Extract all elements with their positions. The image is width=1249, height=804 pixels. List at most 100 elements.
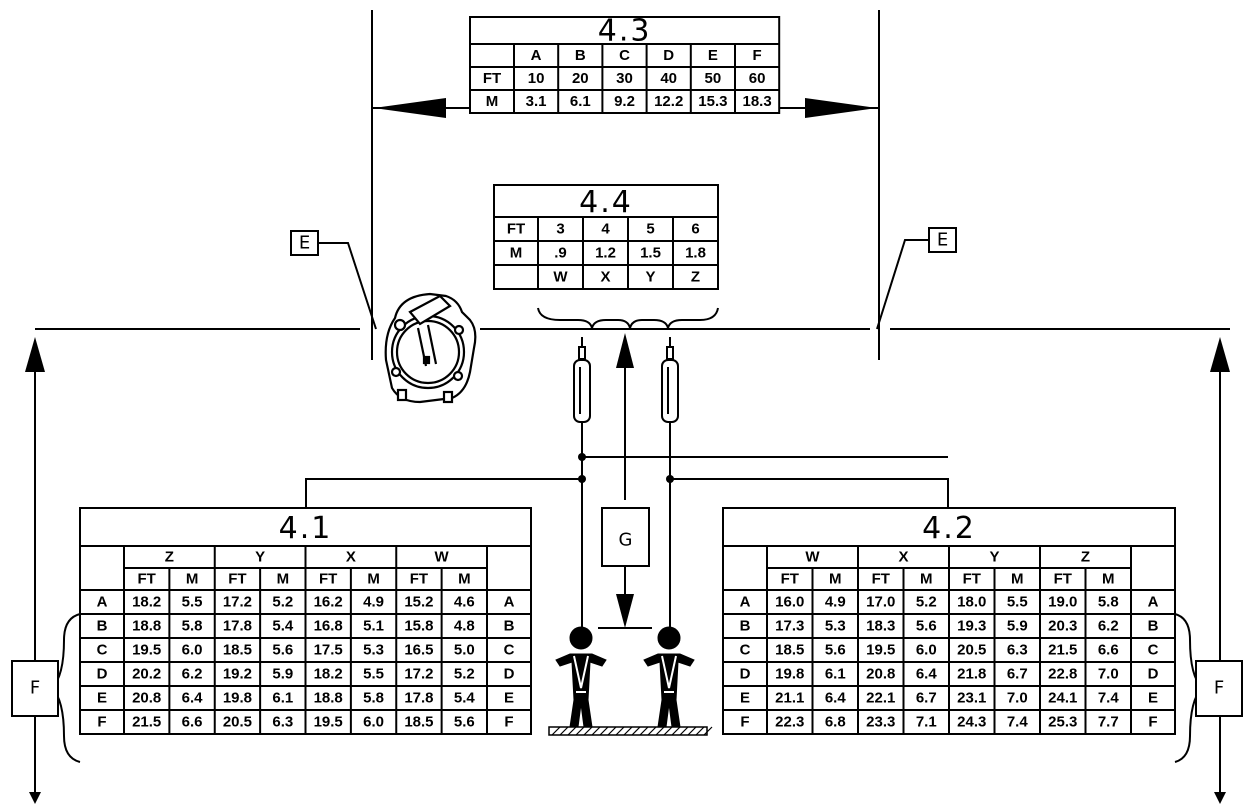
table-cell: 6.6	[182, 714, 203, 731]
table-cell: 22.1	[866, 690, 895, 707]
table-cell: 5.2	[916, 594, 937, 611]
table-cell: 6.7	[1007, 666, 1028, 683]
table-cell: 5.2	[272, 594, 293, 611]
table-cell: 6.4	[825, 690, 847, 707]
table-cell: 22.3	[775, 714, 804, 731]
row-label: B	[740, 618, 751, 635]
table-cell: 5.9	[1007, 618, 1028, 635]
table-cell: W	[553, 269, 568, 286]
label-e-left: E	[290, 230, 319, 256]
table-cell: 5.8	[1098, 594, 1119, 611]
table-title: 4.1	[279, 511, 333, 546]
table-cell: 7.7	[1098, 714, 1119, 731]
energy-absorber-right-icon	[661, 337, 679, 430]
table-cell: 4	[601, 221, 610, 238]
table-cell: 7.0	[1007, 690, 1028, 707]
table-cell: 18.8	[132, 618, 161, 635]
table-cell: 20	[572, 70, 589, 87]
group-header: Y	[989, 549, 999, 566]
table-cell: 20.8	[866, 666, 895, 683]
table-cell: 19.8	[775, 666, 804, 683]
table-cell: 24.3	[957, 714, 986, 731]
unit-header: M	[458, 571, 471, 588]
table-cell: 6.6	[1098, 642, 1119, 659]
table-cell: 18.8	[314, 690, 343, 707]
row-label: C	[1148, 642, 1159, 659]
table-cell: 20.5	[957, 642, 986, 659]
table-cell: 3.1	[526, 93, 547, 110]
table-cell: 21.5	[132, 714, 161, 731]
table-cell: 6	[691, 221, 699, 238]
row-label: C	[740, 642, 751, 659]
table-cell: 12.2	[654, 93, 683, 110]
table-cell: 17.5	[314, 642, 343, 659]
table-border	[493, 184, 719, 290]
table-cell: 5.0	[454, 642, 475, 659]
table-cell: 21.5	[1048, 642, 1077, 659]
table-cell: 7.1	[916, 714, 937, 731]
row-label: E	[1148, 690, 1158, 707]
table-cell: 7.4	[1098, 690, 1120, 707]
row-label: C	[504, 642, 515, 659]
table-cell: 7.4	[1007, 714, 1029, 731]
svg-text:E: E	[299, 233, 310, 254]
unit-header: FT	[319, 571, 337, 588]
unit-header: M	[277, 571, 290, 588]
unit-header: M	[829, 571, 842, 588]
svg-text:E: E	[937, 230, 948, 251]
table-cell: 15.2	[404, 594, 433, 611]
table-cell: 16.0	[775, 594, 804, 611]
row-label: D	[1148, 666, 1159, 683]
table-cell: 19.2	[223, 666, 252, 683]
unit-header: M	[1102, 571, 1115, 588]
table-cell: 18.3	[866, 618, 895, 635]
table-cell: 5.6	[454, 714, 475, 731]
table-cell: 5.6	[272, 642, 293, 659]
table-cell: 6.0	[363, 714, 384, 731]
table-cell: 50	[705, 70, 722, 87]
table-cell: 17.0	[866, 594, 895, 611]
table-title: 4.3	[598, 14, 652, 49]
table-cell: 18.5	[223, 642, 252, 659]
table-cell: 18.2	[132, 594, 161, 611]
table-cell: 6.4	[182, 690, 204, 707]
table-cell: 1.5	[640, 245, 661, 262]
table-cell: 17.3	[775, 618, 804, 635]
table-border	[469, 16, 781, 114]
table-cell: 17.8	[223, 618, 252, 635]
table-cell: 21.8	[957, 666, 986, 683]
table-cell: 6.8	[825, 714, 846, 731]
table-cell: 25.3	[1048, 714, 1077, 731]
column-header: D	[663, 47, 674, 64]
group-header: W	[805, 549, 820, 566]
group-header: W	[435, 549, 450, 566]
table-cell: 5.2	[454, 666, 475, 683]
row-label: F	[740, 714, 749, 731]
unit-header: FT	[963, 571, 981, 588]
table-cell: 21.1	[775, 690, 804, 707]
structure-lines	[25, 10, 1230, 804]
table-cell: 1.2	[595, 245, 616, 262]
table-cell: 17.8	[404, 690, 433, 707]
junction-dots	[578, 453, 674, 483]
unit-header: FT	[138, 571, 156, 588]
row-label: D	[504, 666, 515, 683]
table-cell: 23.1	[957, 690, 986, 707]
group-header: Z	[1081, 549, 1090, 566]
table-cell: 5	[646, 221, 654, 238]
table-cell: 24.1	[1048, 690, 1077, 707]
table-cell: 20.3	[1048, 618, 1077, 635]
column-header: F	[753, 47, 762, 64]
table-cell: 4.9	[363, 594, 384, 611]
row-unit: M	[486, 93, 499, 110]
table-cell: 5.9	[272, 666, 293, 683]
table-cell: 5.6	[916, 618, 937, 635]
row-unit: FT	[483, 70, 501, 87]
table-cell: 19.8	[223, 690, 252, 707]
row-label: E	[97, 690, 107, 707]
svg-text:F: F	[30, 678, 40, 699]
table-cell: 30	[616, 70, 633, 87]
table-cell: 5.8	[363, 690, 384, 707]
table-cell: 19.0	[1048, 594, 1077, 611]
